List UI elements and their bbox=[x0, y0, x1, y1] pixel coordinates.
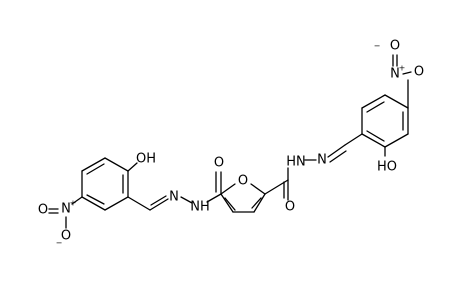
left-nitro-minus: − bbox=[56, 239, 63, 248]
right-nitro-plus: + bbox=[399, 64, 406, 73]
left-nitro-o-minus-label: O bbox=[61, 229, 71, 244]
right-nh-label: HN bbox=[286, 155, 306, 170]
right-imine-n-label: N bbox=[317, 153, 327, 168]
right-nitro-o-minus-label: O bbox=[414, 65, 424, 80]
furan-o-label: O bbox=[238, 174, 248, 189]
right-carbonyl-o-label: O bbox=[285, 200, 295, 215]
left-nitro-bond bbox=[71, 196, 83, 205]
right-nitro-n-label: N bbox=[390, 67, 400, 82]
left-nh-label: NH bbox=[190, 200, 210, 215]
left-hydroxyl-label: OH bbox=[136, 152, 156, 167]
left-imine-n-label: N bbox=[169, 190, 179, 205]
right-nitro-o-label: O bbox=[390, 39, 400, 54]
left-carbonyl-o-label: O bbox=[214, 156, 224, 171]
right-benzene-ring bbox=[361, 94, 409, 148]
right-ch-bond bbox=[344, 133, 363, 146]
right-nitro-minus: − bbox=[374, 42, 381, 51]
left-oh-bond bbox=[127, 162, 138, 172]
furan-ring bbox=[220, 183, 266, 213]
left-nitro-o-label: O bbox=[38, 203, 48, 218]
left-ch-bond bbox=[127, 196, 151, 211]
left-nitro-n-label: N bbox=[61, 202, 71, 217]
right-hydroxyl-label: HO bbox=[377, 160, 397, 175]
left-nitro-plus: + bbox=[70, 199, 77, 208]
left-benzene-ring bbox=[81, 157, 129, 211]
